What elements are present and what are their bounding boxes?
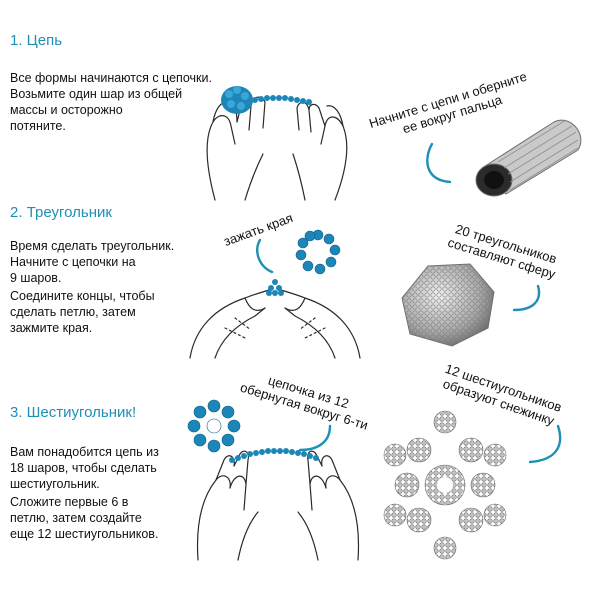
section-1-title: 1. Цепь (10, 32, 63, 49)
text-line: еще 12 шестиугольников. (10, 527, 159, 541)
text-line: шестиугольник. (10, 477, 100, 491)
text-line: Время сделать треугольник. (10, 239, 175, 253)
silver-snowflake-illustration (383, 410, 507, 560)
wrap-arrow (298, 424, 332, 452)
text-line: петлю, затем создайте (10, 511, 142, 525)
section-3-title: 3. Шестиугольник! (10, 404, 137, 421)
text-line: Начните с цепочки на (10, 255, 136, 269)
callout-arrow-2 (512, 284, 541, 312)
section-2-title: 2. Треугольник (10, 204, 112, 221)
text-line: Сложите первые 6 в (10, 495, 129, 509)
blue-bead-cluster (221, 86, 253, 114)
text-line: 9 шаров. (10, 271, 62, 285)
blue-ring-illustration (295, 229, 341, 275)
hands-triangle-illustration (189, 279, 361, 359)
blue-flower-illustration (187, 399, 241, 453)
pinch-arrow (256, 238, 274, 274)
hands-hexagon-illustration (196, 448, 360, 561)
callout-arrow-1 (426, 142, 452, 184)
text-line: Соедините концы, чтобы (10, 289, 155, 303)
silver-cylinder-illustration (475, 119, 582, 197)
text-line: 18 шаров, чтобы сделать (10, 461, 157, 475)
text-line: зажмите края. (10, 321, 93, 335)
callout-arrow-3 (528, 424, 562, 464)
text-line: сделать петлю, затем (10, 305, 136, 319)
text-line: массы и осторожно (10, 103, 123, 117)
text-line: Все формы начинаются с цепочки. (10, 71, 212, 85)
text-line: Вам понадобится цепь из (10, 445, 159, 459)
text-line: Возьмите один шар из общей (10, 87, 183, 101)
hands-chain-illustration (206, 86, 348, 201)
text-line: потяните. (10, 119, 66, 133)
silver-sphere-illustration (401, 263, 495, 347)
blue-bead-chain (252, 95, 312, 105)
